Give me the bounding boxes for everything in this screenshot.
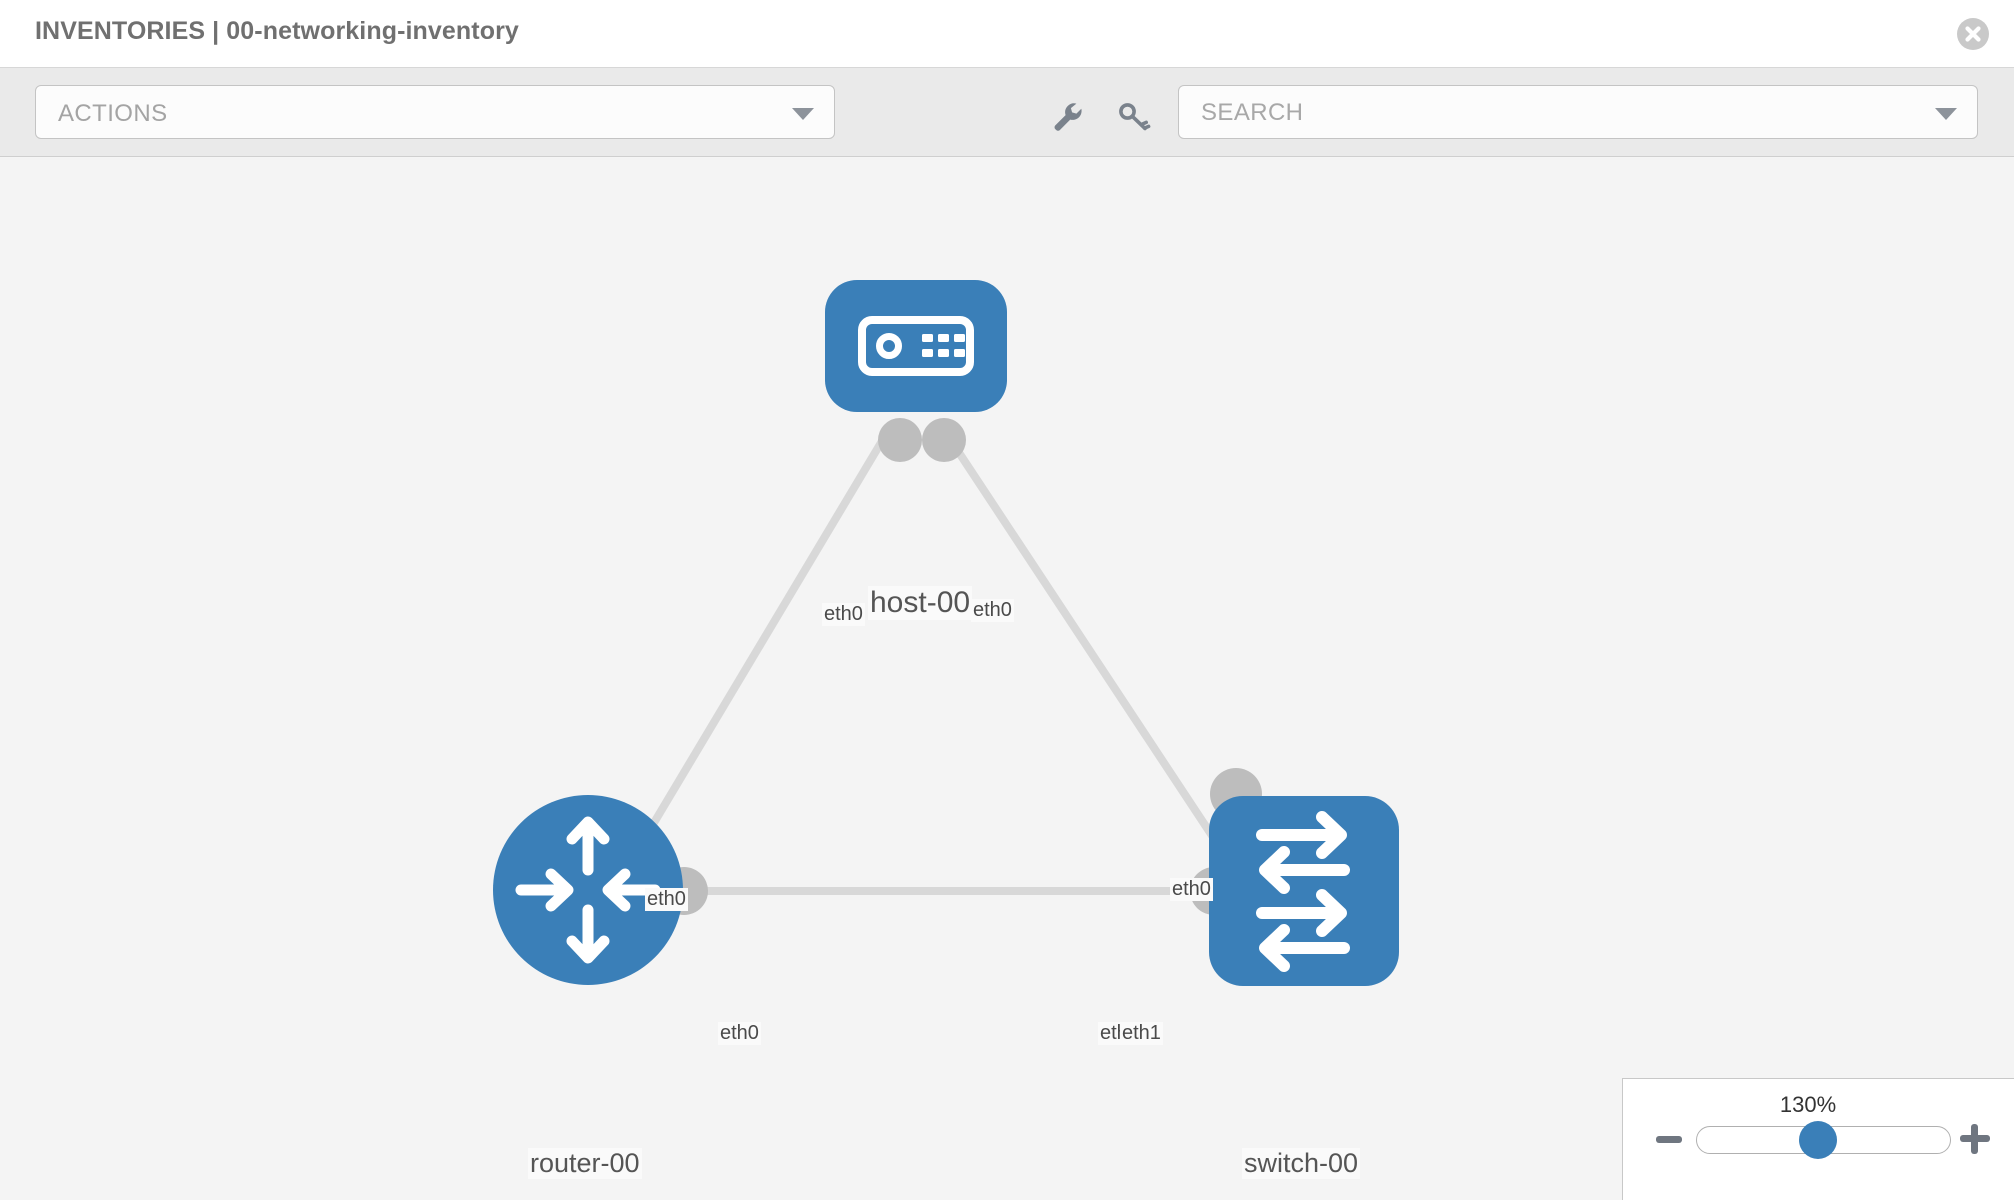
node-switch-00[interactable] <box>1209 796 1399 986</box>
iface-label-host00-left: eth0 <box>822 603 865 626</box>
iface-label-router00-east: eth0 <box>718 1022 761 1045</box>
page-header: INVENTORIES | 00-networking-inventory <box>0 0 2014 68</box>
iface-label-switch00-west-eth1: eth1 <box>1120 1022 1163 1045</box>
iface-label-router00-up: eth0 <box>645 888 688 911</box>
wrench-icon[interactable] <box>1047 96 1087 136</box>
node-host-00[interactable] <box>825 280 1007 412</box>
router-icon <box>515 816 661 964</box>
key-icon[interactable] <box>1113 96 1153 136</box>
server-icon <box>858 316 974 376</box>
node-router-00[interactable] <box>493 795 683 985</box>
chevron-down-icon <box>1935 108 1957 120</box>
node-label-switch-00: switch-00 <box>1242 1148 1361 1179</box>
iface-label-host00-right: eth0 <box>971 599 1014 622</box>
actions-dropdown[interactable]: ACTIONS <box>35 85 835 139</box>
zoom-slider-thumb[interactable] <box>1799 1121 1837 1159</box>
toolbar: ACTIONS SEARCH <box>0 68 2014 157</box>
topology-graph <box>493 280 1399 986</box>
edge-host00-switch00[interactable] <box>944 433 1244 881</box>
zoom-level-value: 130% <box>1779 1092 1837 1117</box>
zoom-control-panel: 130% <box>1622 1078 2014 1200</box>
topology-edges <box>608 433 1244 896</box>
topology-canvas[interactable]: eth0 eth0 eth0 eth0 eth0 eth0 eth1 route… <box>0 158 2014 1200</box>
edge-host00-router00[interactable] <box>608 433 889 896</box>
close-icon[interactable] <box>1957 18 1989 50</box>
iface-label-switch00-up: eth0 <box>1170 878 1213 901</box>
page-title: INVENTORIES | 00-networking-inventory <box>35 17 519 45</box>
chevron-down-icon <box>792 108 814 120</box>
connector-host00-left[interactable] <box>878 418 922 462</box>
connector-host00-right[interactable] <box>922 418 966 462</box>
switch-icon <box>1256 811 1350 972</box>
zoom-out-button[interactable] <box>1656 1136 1682 1143</box>
actions-dropdown-label: ACTIONS <box>58 100 168 127</box>
search-placeholder: SEARCH <box>1201 99 1304 126</box>
search-input[interactable]: SEARCH <box>1178 85 1978 139</box>
node-label-router-00: router-00 <box>528 1148 642 1179</box>
zoom-in-button[interactable] <box>1960 1124 1990 1154</box>
node-label-host-00: host-00 <box>868 586 973 620</box>
